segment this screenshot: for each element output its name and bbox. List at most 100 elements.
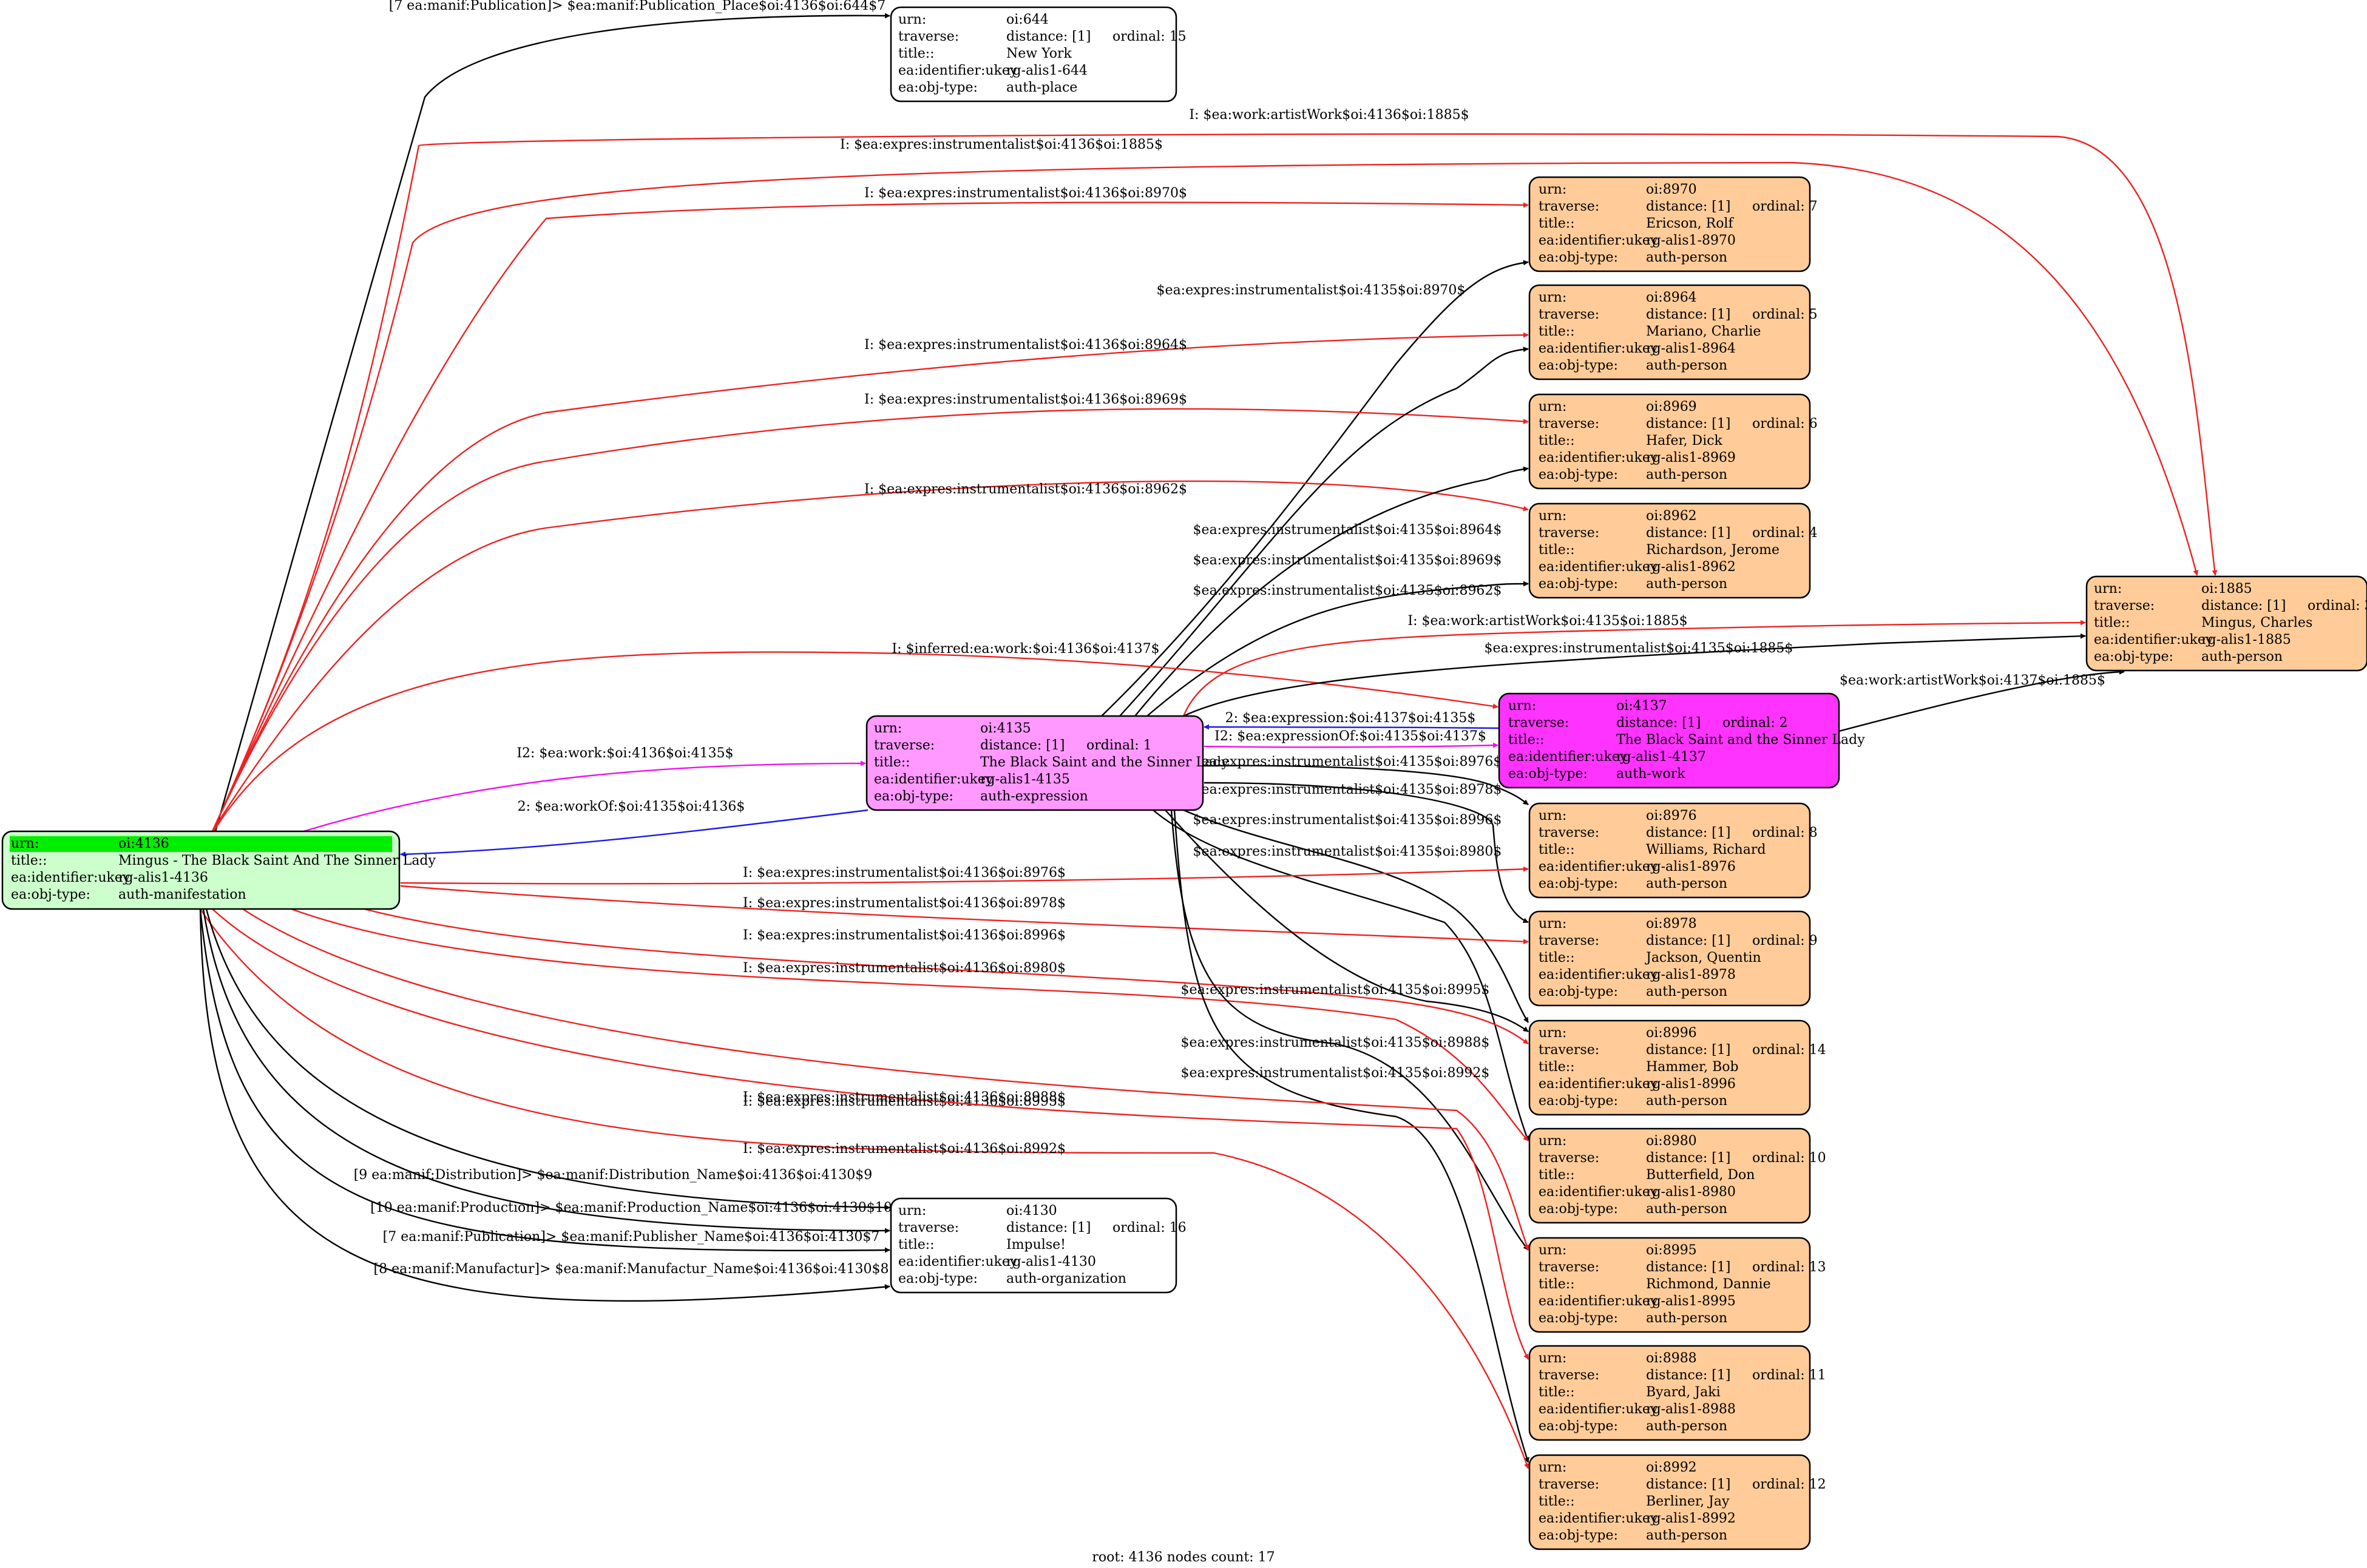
field-key: title:: bbox=[1539, 842, 1575, 857]
node-box bbox=[1528, 284, 1811, 380]
field-key: traverse: bbox=[1539, 1151, 1599, 1166]
field-key: title:: bbox=[1539, 1385, 1575, 1400]
field-key: ea:identifier:ukey bbox=[1539, 450, 1658, 465]
field-key: ea:identifier:ukey bbox=[898, 63, 1018, 78]
edge-line bbox=[202, 908, 890, 1234]
field-value: distance: [1] bbox=[1646, 1151, 1730, 1166]
field-key: ea:obj-type: bbox=[1539, 1419, 1618, 1434]
edge-line bbox=[1146, 581, 1529, 717]
field-value: auth-expression bbox=[980, 789, 1088, 804]
edge-label: I: $ea:expres:instrumentalist$oi:4136$oi… bbox=[743, 865, 1066, 880]
field-value: distance: [1] bbox=[1646, 933, 1730, 948]
edge-e28: $ea:expres:instrumentalist$oi:4135$oi:89… bbox=[1165, 809, 1529, 1032]
edge-e26: I: $ea:expres:instrumentalist$oi:4136$oi… bbox=[364, 908, 1529, 1044]
field-value: ordinal: 13 bbox=[1752, 1260, 1826, 1275]
field-value: Jackson, Quentin bbox=[1645, 950, 1761, 965]
field-value: distance: [1] bbox=[1646, 1260, 1730, 1275]
edge-label: I: $ea:expres:instrumentalist$oi:4136$oi… bbox=[743, 928, 1066, 943]
node-box bbox=[1528, 910, 1811, 1007]
field-value: distance: [1] bbox=[1646, 1043, 1730, 1058]
edge-e13: I: $inferred:ea:work:$oi:4136$oi:4137$ bbox=[212, 641, 1498, 832]
field-value: distance: [1] bbox=[1646, 825, 1730, 840]
field-key: ea:identifier:ukey bbox=[1539, 1076, 1658, 1092]
field-value: oi:8962 bbox=[1646, 509, 1697, 524]
field-key: ea:obj-type: bbox=[898, 1271, 978, 1286]
field-value: distance: [1] bbox=[1646, 307, 1730, 322]
field-value: Berliner, Jay bbox=[1646, 1494, 1730, 1509]
field-key: ea:identifier:ukey bbox=[2094, 632, 2213, 647]
field-value: auth-person bbox=[1646, 984, 1727, 999]
field-value: auth-person bbox=[1646, 358, 1727, 373]
field-value: oi:8992 bbox=[1646, 1460, 1697, 1475]
edge-e29: $ea:expres:instrumentalist$oi:4135$oi:89… bbox=[1170, 809, 1529, 1251]
edge-e02: I: $ea:work:artistWork$oi:4136$oi:1885$ bbox=[211, 107, 2218, 832]
edge-e34: [9 ea:manif:Distribution]> $ea:manif:Dis… bbox=[205, 908, 890, 1211]
edge-label: $ea:expres:instrumentalist$oi:4135$oi:89… bbox=[1181, 1035, 1490, 1050]
field-value: rg-alis1-8970 bbox=[1646, 233, 1736, 248]
edge-e30: $ea:expres:instrumentalist$oi:4135$oi:89… bbox=[1173, 809, 1529, 1463]
edge-line bbox=[1170, 809, 1529, 1251]
field-value: rg-alis1-8988 bbox=[1646, 1402, 1736, 1417]
field-key: urn: bbox=[1539, 1134, 1566, 1149]
field-value: rg-alis1-4136 bbox=[118, 870, 208, 885]
edge-line bbox=[1204, 765, 1529, 805]
field-value: rg-alis1-644 bbox=[1006, 63, 1088, 78]
node-box bbox=[1528, 502, 1811, 599]
field-value: auth-person bbox=[2201, 649, 2283, 664]
field-key: title:: bbox=[1508, 732, 1545, 748]
field-value: oi:8988 bbox=[1646, 1351, 1697, 1366]
edge-line bbox=[400, 885, 1529, 945]
field-key: title:: bbox=[1539, 216, 1575, 231]
edge-label: I: $ea:work:artistWork$oi:4135$oi:1885$ bbox=[1407, 613, 1687, 629]
edge-label: I: $ea:expres:instrumentalist$oi:4136$oi… bbox=[864, 482, 1187, 497]
field-value: The Black Saint and the Sinner Lady bbox=[980, 755, 1229, 770]
edge-e35: [10 ea:manif:Production]> $ea:manif:Prod… bbox=[202, 908, 892, 1234]
field-key: urn: bbox=[1539, 1351, 1566, 1366]
edge-e32: I: $ea:expres:instrumentalist$oi:4136$oi… bbox=[212, 908, 1529, 1360]
edge-line bbox=[211, 133, 2218, 832]
node-box bbox=[1528, 176, 1811, 272]
field-value: ordinal: 10 bbox=[1752, 1151, 1826, 1166]
footer-caption: root: 4136 nodes count: 17 bbox=[1092, 1550, 1275, 1565]
field-key: ea:obj-type: bbox=[1539, 467, 1618, 482]
field-value: ordinal: 11 bbox=[1752, 1368, 1826, 1383]
field-value: auth-person bbox=[1646, 1093, 1727, 1109]
edge-e15: $ea:work:artistWork$oi:4137$oi:1885$ bbox=[1838, 669, 2125, 732]
field-value: auth-organization bbox=[1006, 1271, 1126, 1286]
field-value: rg-alis1-8995 bbox=[1646, 1294, 1736, 1309]
edge-label: [9 ea:manif:Distribution]> $ea:manif:Dis… bbox=[354, 1168, 873, 1183]
edge-e23: $ea:expres:instrumentalist$oi:4135$oi:89… bbox=[1153, 809, 1529, 1141]
field-value: distance: [1] bbox=[1006, 1220, 1091, 1235]
field-key: title:: bbox=[1539, 1277, 1575, 1292]
field-value: Richmond, Dannie bbox=[1646, 1277, 1771, 1292]
field-key: ea:identifier:ukey bbox=[1539, 1294, 1658, 1309]
field-key: title:: bbox=[1539, 324, 1575, 339]
field-value: Richardson, Jerome bbox=[1646, 542, 1779, 558]
field-key: urn: bbox=[2094, 581, 2122, 596]
field-key: traverse: bbox=[1508, 715, 1569, 731]
edge-label: I: $ea:expres:instrumentalist$oi:4136$oi… bbox=[864, 337, 1187, 353]
field-key: traverse: bbox=[1539, 416, 1599, 431]
node-box bbox=[865, 715, 1204, 811]
field-key: ea:identifier:ukey bbox=[1539, 967, 1658, 982]
edge-label: $ea:work:artistWork$oi:4137$oi:1885$ bbox=[1840, 673, 2105, 688]
edge-e24: I: $ea:expres:instrumentalist$oi:4136$oi… bbox=[400, 865, 1529, 885]
edge-label: I2: $ea:work:$oi:4136$oi:4135$ bbox=[516, 746, 733, 761]
field-key: urn: bbox=[1508, 698, 1536, 714]
field-key: ea:obj-type: bbox=[11, 887, 90, 902]
edge-line bbox=[1173, 809, 1529, 1463]
node-box bbox=[1528, 1237, 1811, 1333]
edge-e05: $ea:expres:instrumentalist$oi:4135$oi:89… bbox=[1101, 260, 1529, 717]
field-key: ea:identifier:ukey bbox=[898, 1254, 1018, 1269]
field-value: Impulse! bbox=[1006, 1237, 1066, 1252]
field-key: urn: bbox=[1539, 1026, 1566, 1041]
field-value: distance: [1] bbox=[1646, 1477, 1730, 1492]
field-key: urn: bbox=[1539, 1460, 1566, 1475]
field-key: ea:obj-type: bbox=[1539, 1528, 1618, 1543]
